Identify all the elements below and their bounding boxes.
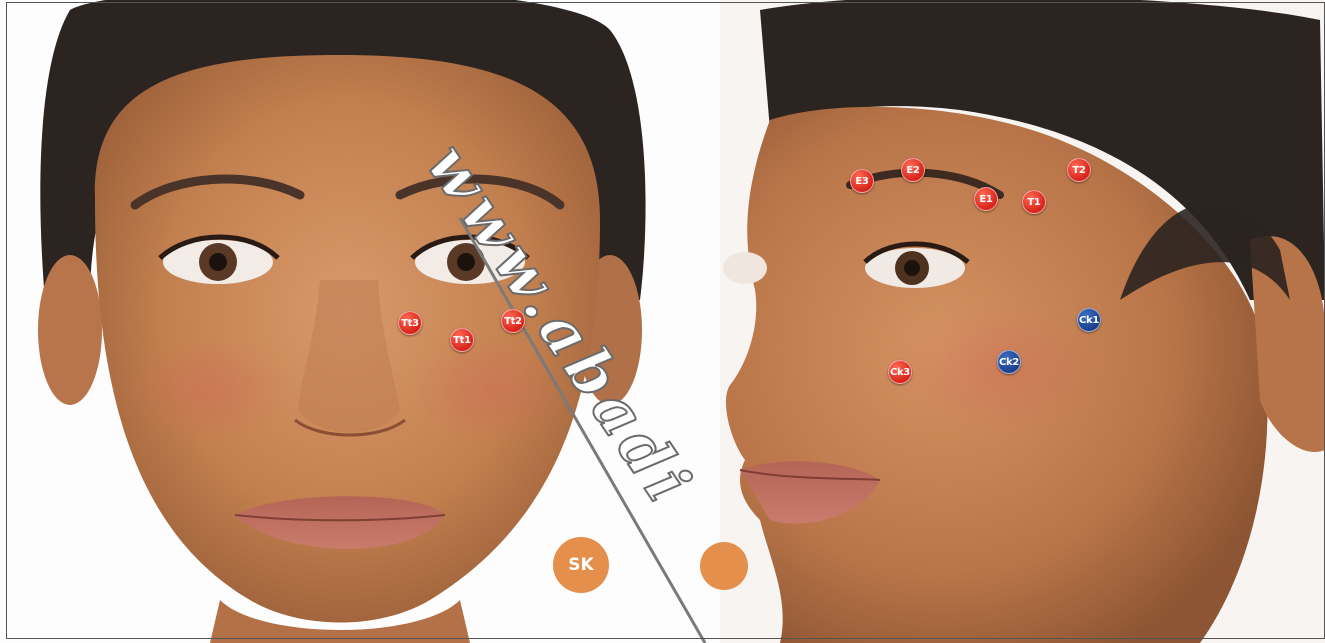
profile-face	[720, 0, 1325, 643]
marker-ck3: Ck3	[888, 360, 912, 384]
marker-ck2: Ck2	[997, 350, 1021, 374]
sk-badge: SK	[553, 537, 609, 593]
marker-t1: T1	[1022, 190, 1046, 214]
marker-tt1: Tt1	[450, 328, 474, 352]
marker-t2: T2	[1067, 158, 1091, 182]
partial-badge	[700, 542, 748, 590]
marker-e1: E1	[974, 187, 998, 211]
marker-tt3: Tt3	[398, 311, 422, 335]
marker-e2: E2	[901, 158, 925, 182]
marker-ck1: Ck1	[1077, 308, 1101, 332]
marker-e3: E3	[850, 169, 874, 193]
